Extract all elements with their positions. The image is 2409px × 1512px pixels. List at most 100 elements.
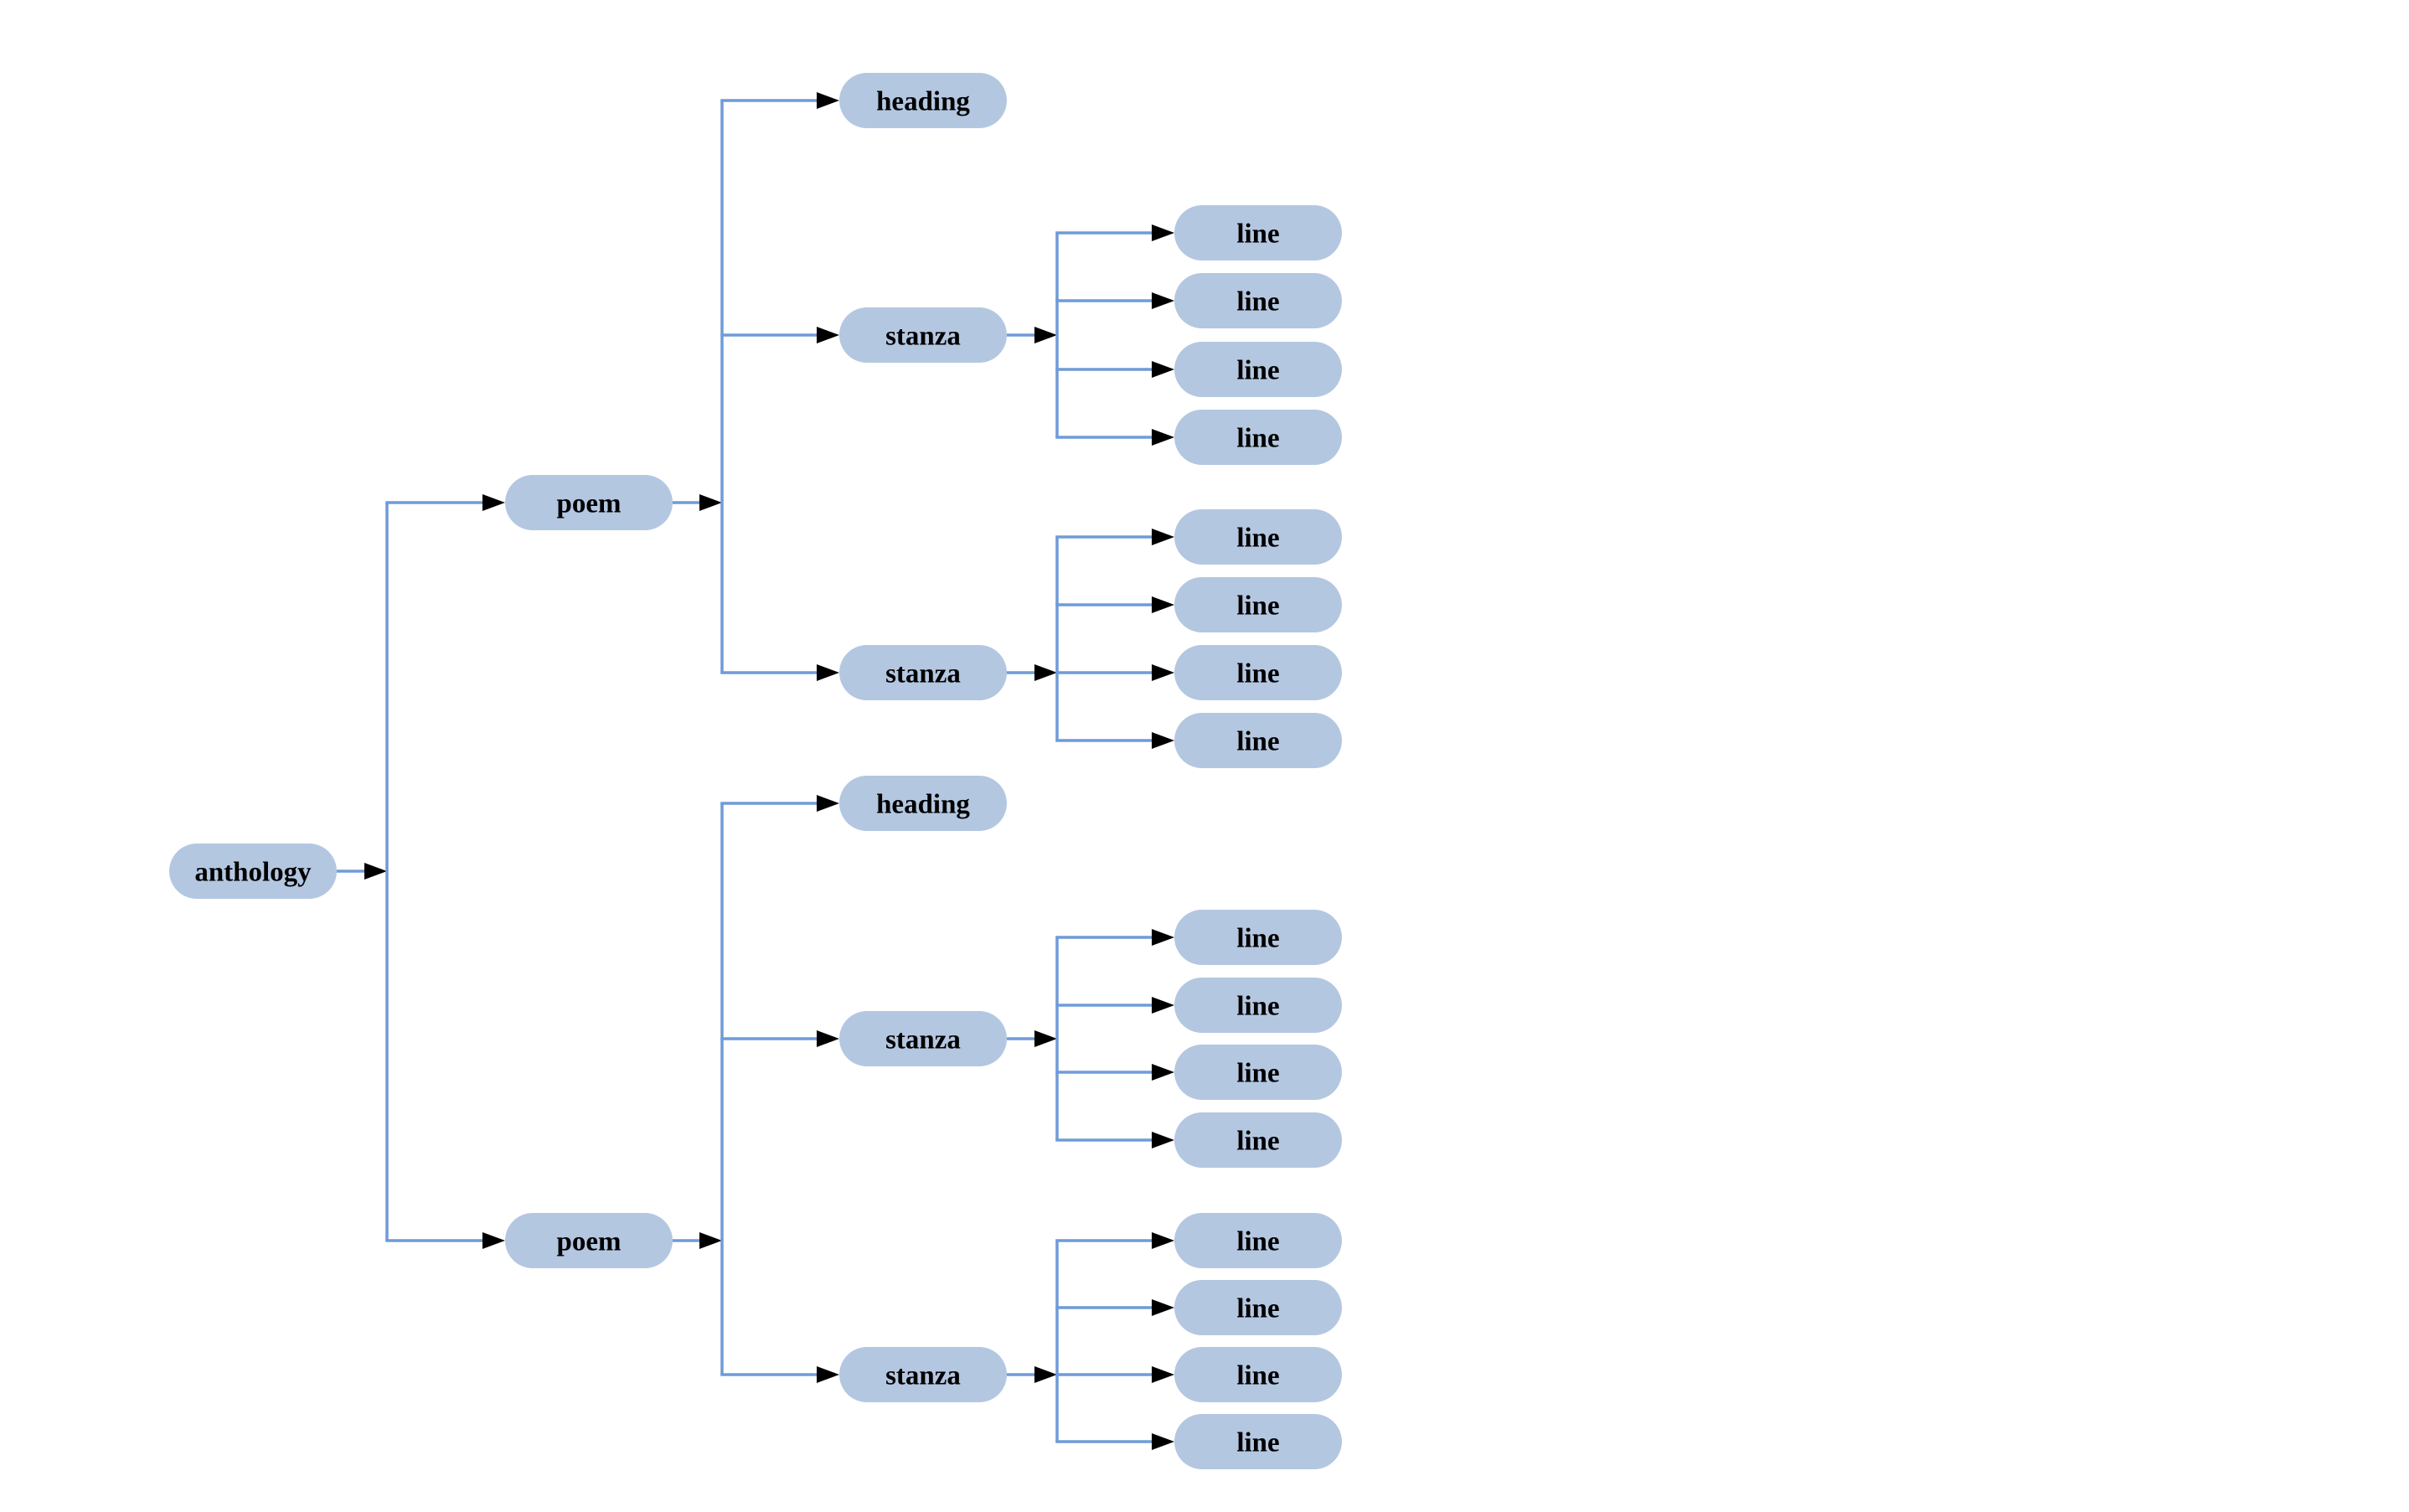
- node-stanza-3: stanza: [839, 1011, 1007, 1066]
- node-label: line: [1236, 591, 1279, 621]
- node-pill: [1174, 1213, 1342, 1268]
- node-pill: [505, 1213, 673, 1268]
- node-label: stanza: [885, 321, 961, 351]
- node-label: poem: [557, 488, 622, 519]
- node-line-4-4: line: [1174, 1414, 1342, 1469]
- node-label: stanza: [885, 1360, 961, 1391]
- node-label: poem: [557, 1226, 622, 1257]
- node-pill: [1174, 577, 1342, 632]
- node-pill: [1174, 1414, 1342, 1469]
- node-line-4-2: line: [1174, 1280, 1342, 1335]
- arrowhead: [699, 1232, 722, 1249]
- edge-group-stanza-4: [1007, 1232, 1174, 1450]
- edge-group-poem-1: [673, 92, 839, 681]
- edge-group-stanza-1: [1007, 224, 1174, 446]
- arrowhead: [1152, 732, 1174, 749]
- node-line-1-1: line: [1174, 205, 1342, 261]
- arrowhead: [817, 1030, 839, 1047]
- node-line-2-2: line: [1174, 577, 1342, 632]
- edge-group-poem-2: [673, 795, 839, 1383]
- edge-group-anthology: [337, 494, 505, 1249]
- arrowhead: [1152, 997, 1174, 1014]
- node-label: anthology: [194, 857, 312, 887]
- node-pill: [839, 1347, 1007, 1402]
- arrowhead: [1152, 1232, 1174, 1249]
- node-label: line: [1236, 219, 1279, 249]
- node-label: line: [1236, 1360, 1279, 1391]
- node-label: line: [1236, 523, 1279, 553]
- node-pill: [505, 475, 673, 530]
- arrowhead: [1034, 327, 1057, 343]
- arrowhead: [817, 664, 839, 681]
- arrowhead: [1152, 292, 1174, 309]
- node-label: line: [1236, 286, 1279, 317]
- arrowhead: [482, 494, 505, 511]
- node-pill: [1174, 509, 1342, 565]
- arrowhead: [482, 1232, 505, 1249]
- arrowhead: [364, 863, 387, 880]
- arrowhead: [1152, 664, 1174, 681]
- node-line-2-4: line: [1174, 713, 1342, 768]
- arrowhead: [1152, 1366, 1174, 1383]
- node-poem-1: poem: [505, 475, 673, 530]
- edge-group-stanza-3: [1007, 929, 1174, 1148]
- node-line-3-1: line: [1174, 910, 1342, 965]
- node-label: heading: [876, 86, 970, 116]
- arrowhead: [817, 92, 839, 109]
- node-pill: [1174, 910, 1342, 965]
- node-label: line: [1236, 1226, 1279, 1257]
- node-pill: [1174, 978, 1342, 1033]
- node-line-3-4: line: [1174, 1112, 1342, 1168]
- arrowhead: [1152, 529, 1174, 545]
- node-stanza-2: stanza: [839, 645, 1007, 700]
- node-label: line: [1236, 658, 1279, 689]
- node-pill: [1174, 205, 1342, 261]
- node-pill: [1174, 1347, 1342, 1402]
- node-anthology: anthology: [169, 844, 337, 899]
- node-stanza-1: stanza: [839, 307, 1007, 363]
- arrowhead: [1152, 1064, 1174, 1081]
- arrowhead: [1034, 1030, 1057, 1047]
- edge-group-stanza-2: [1007, 529, 1174, 749]
- node-line-3-3: line: [1174, 1045, 1342, 1100]
- node-line-1-3: line: [1174, 342, 1342, 397]
- node-label: line: [1236, 423, 1279, 453]
- arrowhead: [1034, 1366, 1057, 1383]
- node-label: line: [1236, 1126, 1279, 1156]
- node-pill: [1174, 645, 1342, 700]
- node-label: line: [1236, 991, 1279, 1021]
- node-line-4-1: line: [1174, 1213, 1342, 1268]
- arrowhead: [1152, 361, 1174, 378]
- node-label: line: [1236, 923, 1279, 953]
- node-pill: [1174, 410, 1342, 465]
- node-label: line: [1236, 1058, 1279, 1088]
- arrowhead: [1152, 929, 1174, 946]
- node-pill: [839, 73, 1007, 128]
- node-line-2-3: line: [1174, 645, 1342, 700]
- node-pill: [839, 307, 1007, 363]
- node-line-1-2: line: [1174, 273, 1342, 328]
- node-pill: [839, 1011, 1007, 1066]
- arrowhead: [1152, 224, 1174, 241]
- node-heading-2: heading: [839, 776, 1007, 831]
- node-poem-2: poem: [505, 1213, 673, 1268]
- arrowhead: [817, 1366, 839, 1383]
- node-pill: [1174, 342, 1342, 397]
- arrowhead: [699, 494, 722, 511]
- arrowhead: [1034, 664, 1057, 681]
- node-line-4-3: line: [1174, 1347, 1342, 1402]
- node-pill: [839, 776, 1007, 831]
- node-pill: [1174, 713, 1342, 768]
- node-heading-1: heading: [839, 73, 1007, 128]
- arrowhead: [1152, 1132, 1174, 1148]
- node-pill: [839, 645, 1007, 700]
- node-label: line: [1236, 1427, 1279, 1458]
- node-label: line: [1236, 726, 1279, 756]
- node-label: line: [1236, 355, 1279, 385]
- arrowhead: [1152, 1433, 1174, 1450]
- arrowhead: [1152, 1299, 1174, 1316]
- node-label: heading: [876, 789, 970, 819]
